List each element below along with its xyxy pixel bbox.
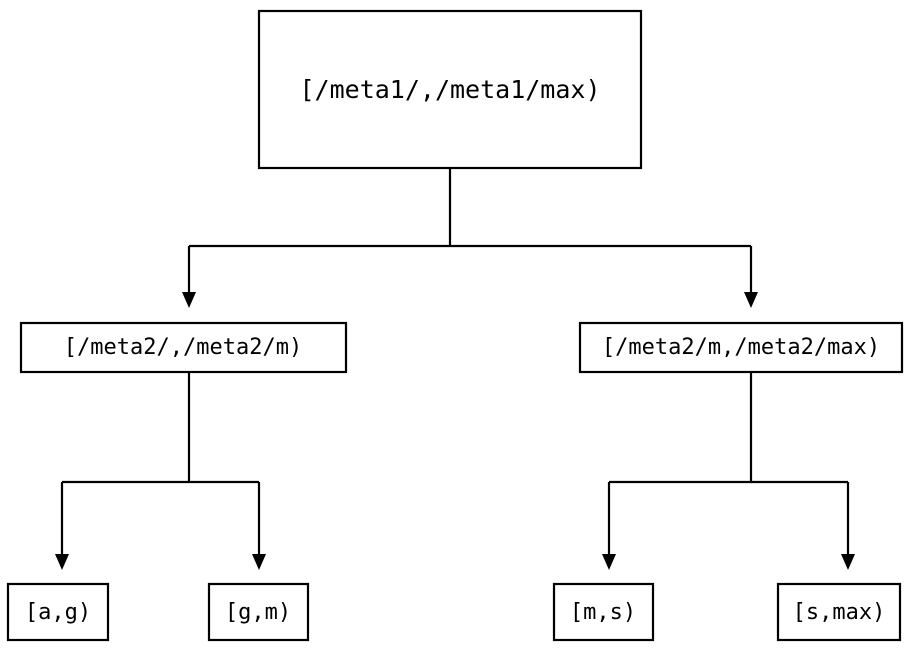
arrowhead-leaf-4-icon xyxy=(841,554,855,570)
arrowhead-leaf-1-icon xyxy=(55,554,69,570)
node-leaf-2-box xyxy=(207,582,310,642)
arrowhead-leaf-2-icon xyxy=(252,554,266,570)
node-leaf-4[interactable]: [s,max) xyxy=(776,582,902,642)
edge-group-root-to-middle xyxy=(182,168,758,308)
node-leaf-4-box xyxy=(776,582,902,642)
node-leaf-3[interactable]: [m,s) xyxy=(552,582,655,642)
edge-group-midright-to-leaves xyxy=(602,372,855,570)
node-mid-right-label: [/meta2/m,/meta2/max) xyxy=(602,335,880,360)
arrowhead-mid-right-icon xyxy=(744,292,758,308)
arrowhead-leaf-3-icon xyxy=(602,554,616,570)
node-leaf-2-label: [g,m) xyxy=(225,600,291,625)
node-mid-left-box xyxy=(19,321,348,374)
node-leaf-3-box xyxy=(552,582,655,642)
node-leaf-3-label: [m,s) xyxy=(570,600,636,625)
node-mid-right[interactable]: [/meta2/m,/meta2/max) xyxy=(578,321,904,374)
node-root-label: [/meta1/,/meta1/max) xyxy=(299,75,600,104)
node-root[interactable]: [/meta1/,/meta1/max) xyxy=(257,9,643,170)
node-leaf-2[interactable]: [g,m) xyxy=(207,582,310,642)
node-mid-left[interactable]: [/meta2/,/meta2/m) xyxy=(19,321,348,374)
node-mid-right-box xyxy=(578,321,904,374)
node-leaf-4-label: [s,max) xyxy=(793,600,886,625)
node-leaf-1-box xyxy=(6,582,110,642)
node-leaf-1[interactable]: [a,g) xyxy=(6,582,110,642)
arrowhead-mid-left-icon xyxy=(182,292,196,308)
node-root-box xyxy=(257,9,643,170)
node-leaf-1-label: [a,g) xyxy=(25,600,91,625)
node-mid-left-label: [/meta2/,/meta2/m) xyxy=(64,335,302,360)
edge-group-midleft-to-leaves xyxy=(55,372,266,570)
